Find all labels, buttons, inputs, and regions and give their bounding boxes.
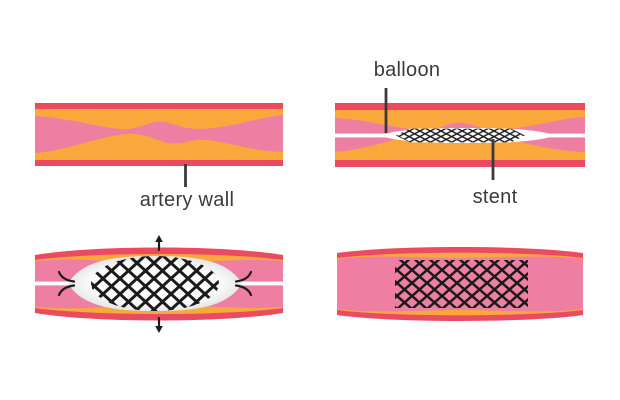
collapsed-stent-mesh — [396, 128, 525, 143]
expansion-arrow-down-head — [155, 326, 163, 333]
stent-label: stent — [472, 186, 518, 208]
panel-stent-balloon-inserted — [335, 103, 585, 167]
panel-balloon-inflated — [35, 235, 283, 333]
balloon-label: balloon — [373, 59, 441, 81]
flow-arrow-upper-right — [234, 270, 253, 283]
artery-wall-label: artery wall — [139, 189, 235, 211]
expansion-arrow-up-head — [155, 235, 163, 242]
expanded-stent-mesh — [91, 256, 219, 311]
flow-arrow-lower-left — [57, 284, 76, 297]
panel-stent-in-place — [337, 247, 583, 321]
flow-arrow-upper-left — [57, 270, 76, 283]
flow-arrow-lower-right — [234, 284, 253, 297]
panel-narrowed-artery — [35, 103, 283, 166]
artery-lumen — [35, 115, 283, 153]
stent-mesh — [395, 260, 528, 308]
